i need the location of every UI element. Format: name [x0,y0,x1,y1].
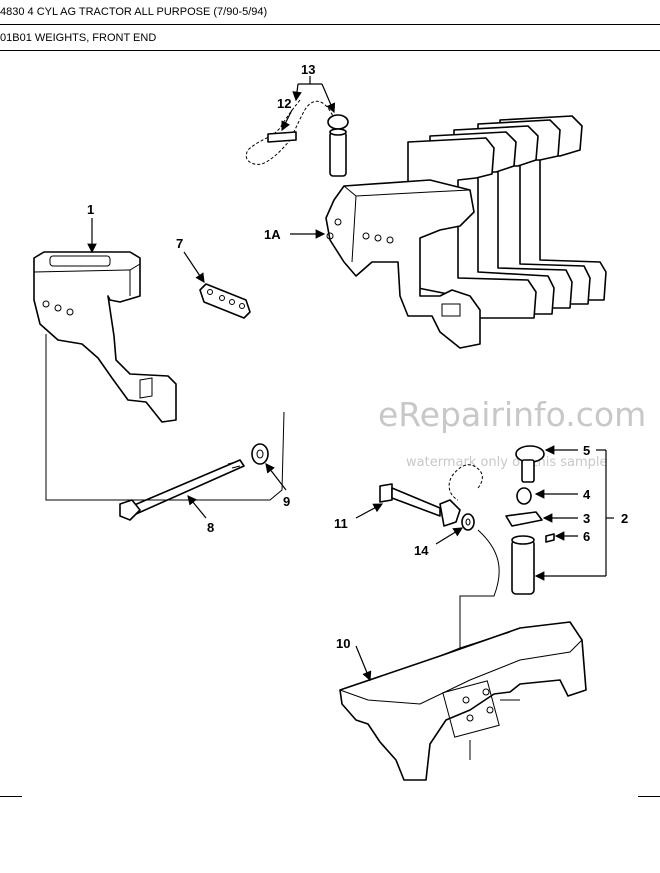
callout-14: 14 [414,543,429,558]
callout-3: 3 [583,511,590,526]
header-divider-lower [0,50,660,51]
callout-1: 1 [87,202,94,217]
callouts: 1 1A 2 3 4 5 6 7 8 9 10 11 12 13 14 [87,62,628,651]
callout-6: 6 [583,529,590,544]
callout-5: 5 [583,443,590,458]
callout-10: 10 [336,636,350,651]
assembly-outline-right [459,529,500,650]
page-title: 4830 4 CYL AG TRACTOR ALL PURPOSE (7/90-… [0,6,268,18]
watermark-brand: eRepairinfo.com [378,395,646,434]
bolt-11 [379,483,461,527]
assembly-outline-left [45,334,285,501]
watermark-notice: watermark only on this sample [406,455,608,470]
header-divider [0,24,660,25]
section-title: 01B01 WEIGHTS, FRONT END [0,32,157,44]
callout-2: 2 [621,511,628,526]
callout-7: 7 [176,236,183,251]
callout-9: 9 [283,494,290,509]
footer-rule-right [638,796,660,797]
leader-lines [87,76,614,682]
callout-13: 13 [301,62,315,77]
callout-1a: 1A [264,227,281,242]
spacer-plate-7 [199,283,251,319]
base-weight-10 [339,621,587,781]
callout-4: 4 [583,487,591,502]
pin-assembly-2 [448,445,555,595]
chain-pin-assembly-13 [245,99,349,177]
washer-14 [461,513,475,531]
footer-rule-left [0,796,22,797]
weight-bracket-1 [33,251,177,423]
callout-11: 11 [334,516,348,531]
weight-bracket-assembly-1a [325,115,607,349]
callout-8: 8 [207,520,214,535]
callout-12: 12 [277,96,291,111]
long-bolt-8 [119,459,245,521]
washer-9 [251,443,269,465]
